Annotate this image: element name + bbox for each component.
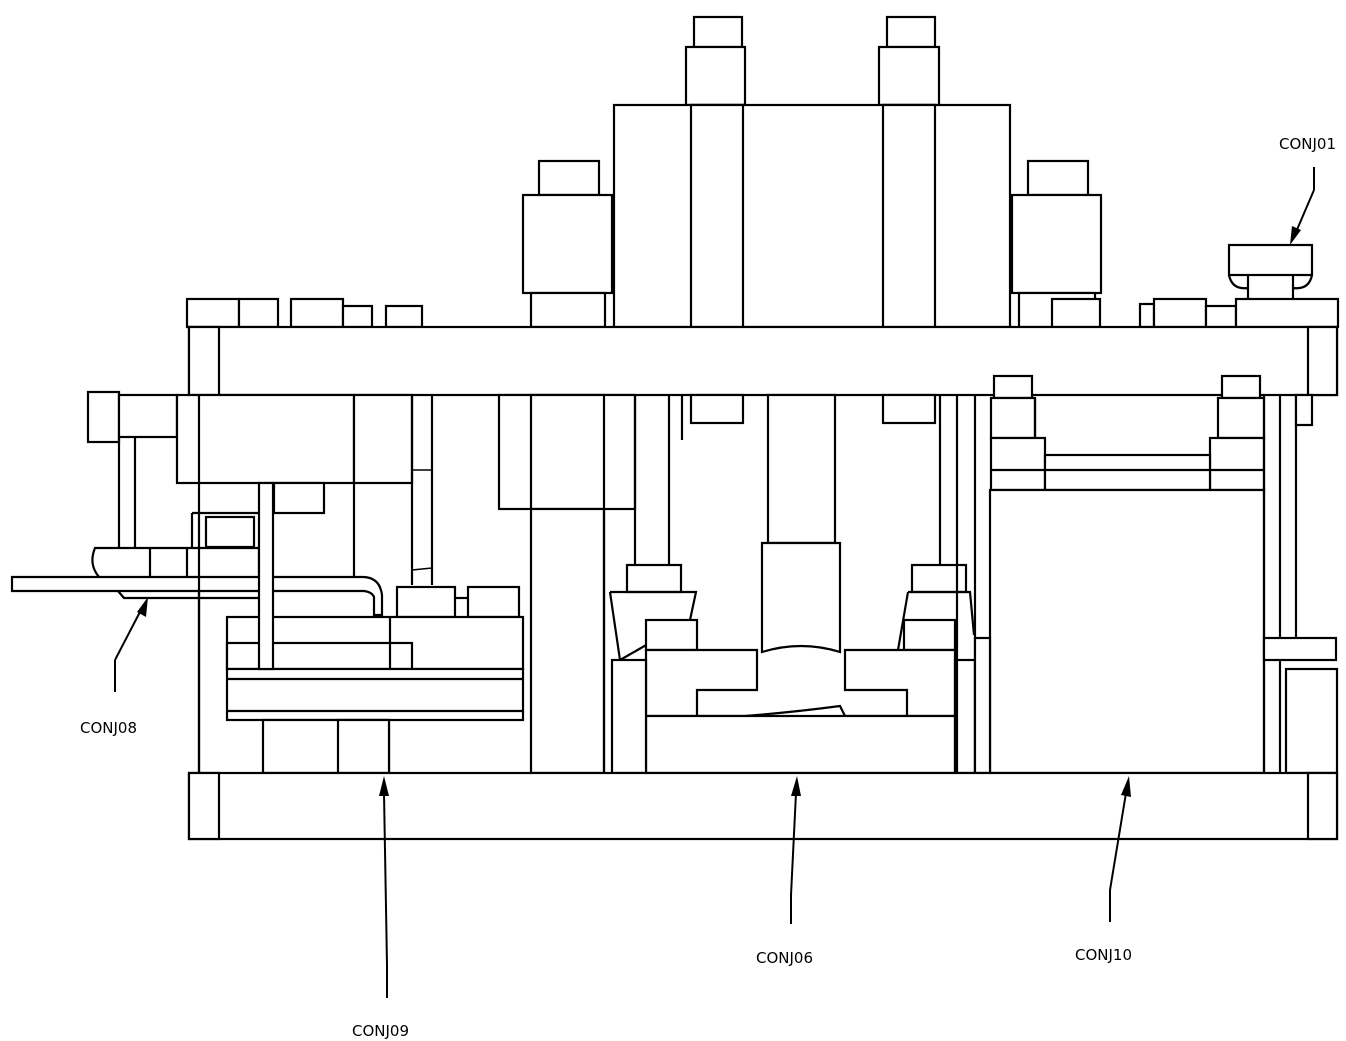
- leader-conj01: [1290, 167, 1315, 245]
- right-assembly: [973, 374, 1339, 775]
- upper-plate: [187, 325, 1339, 397]
- callout-conj08: CONJ08: [80, 719, 138, 737]
- leader-conj09: [379, 776, 389, 998]
- leader-conj06: [790, 776, 801, 924]
- center-left-column: [497, 393, 671, 775]
- central-upper-block: [612, 103, 1012, 329]
- callout-conj06: CONJ06: [756, 949, 814, 967]
- callout-conj01: CONJ01: [1279, 135, 1337, 153]
- side-nut-left: [521, 159, 614, 329]
- base-plate: [187, 771, 1339, 841]
- callout-conj10: CONJ10: [1075, 946, 1133, 964]
- leader-conj10: [1109, 776, 1131, 922]
- conj01-clamp: [1227, 243, 1314, 300]
- center-mechanism: [608, 393, 977, 775]
- leader-conj08: [114, 597, 148, 692]
- left-side-assembly: [10, 390, 525, 775]
- callout-conj09: CONJ09: [352, 1022, 410, 1040]
